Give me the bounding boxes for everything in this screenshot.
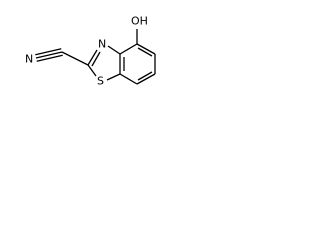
c2-nitrile-bond bbox=[61, 51, 89, 66]
molecule-structure-diagram: OH N N S bbox=[25, 15, 156, 88]
sulfur-label: S bbox=[97, 75, 104, 88]
thiazole-nitrogen-label: N bbox=[98, 38, 106, 51]
benzene-ring bbox=[119, 43, 156, 85]
thiazole-ring bbox=[87, 45, 121, 81]
nitrile-nitrogen-label: N bbox=[25, 53, 33, 66]
nitrile-triple-bond bbox=[35, 48, 63, 62]
hydroxyl-label: OH bbox=[131, 15, 148, 28]
